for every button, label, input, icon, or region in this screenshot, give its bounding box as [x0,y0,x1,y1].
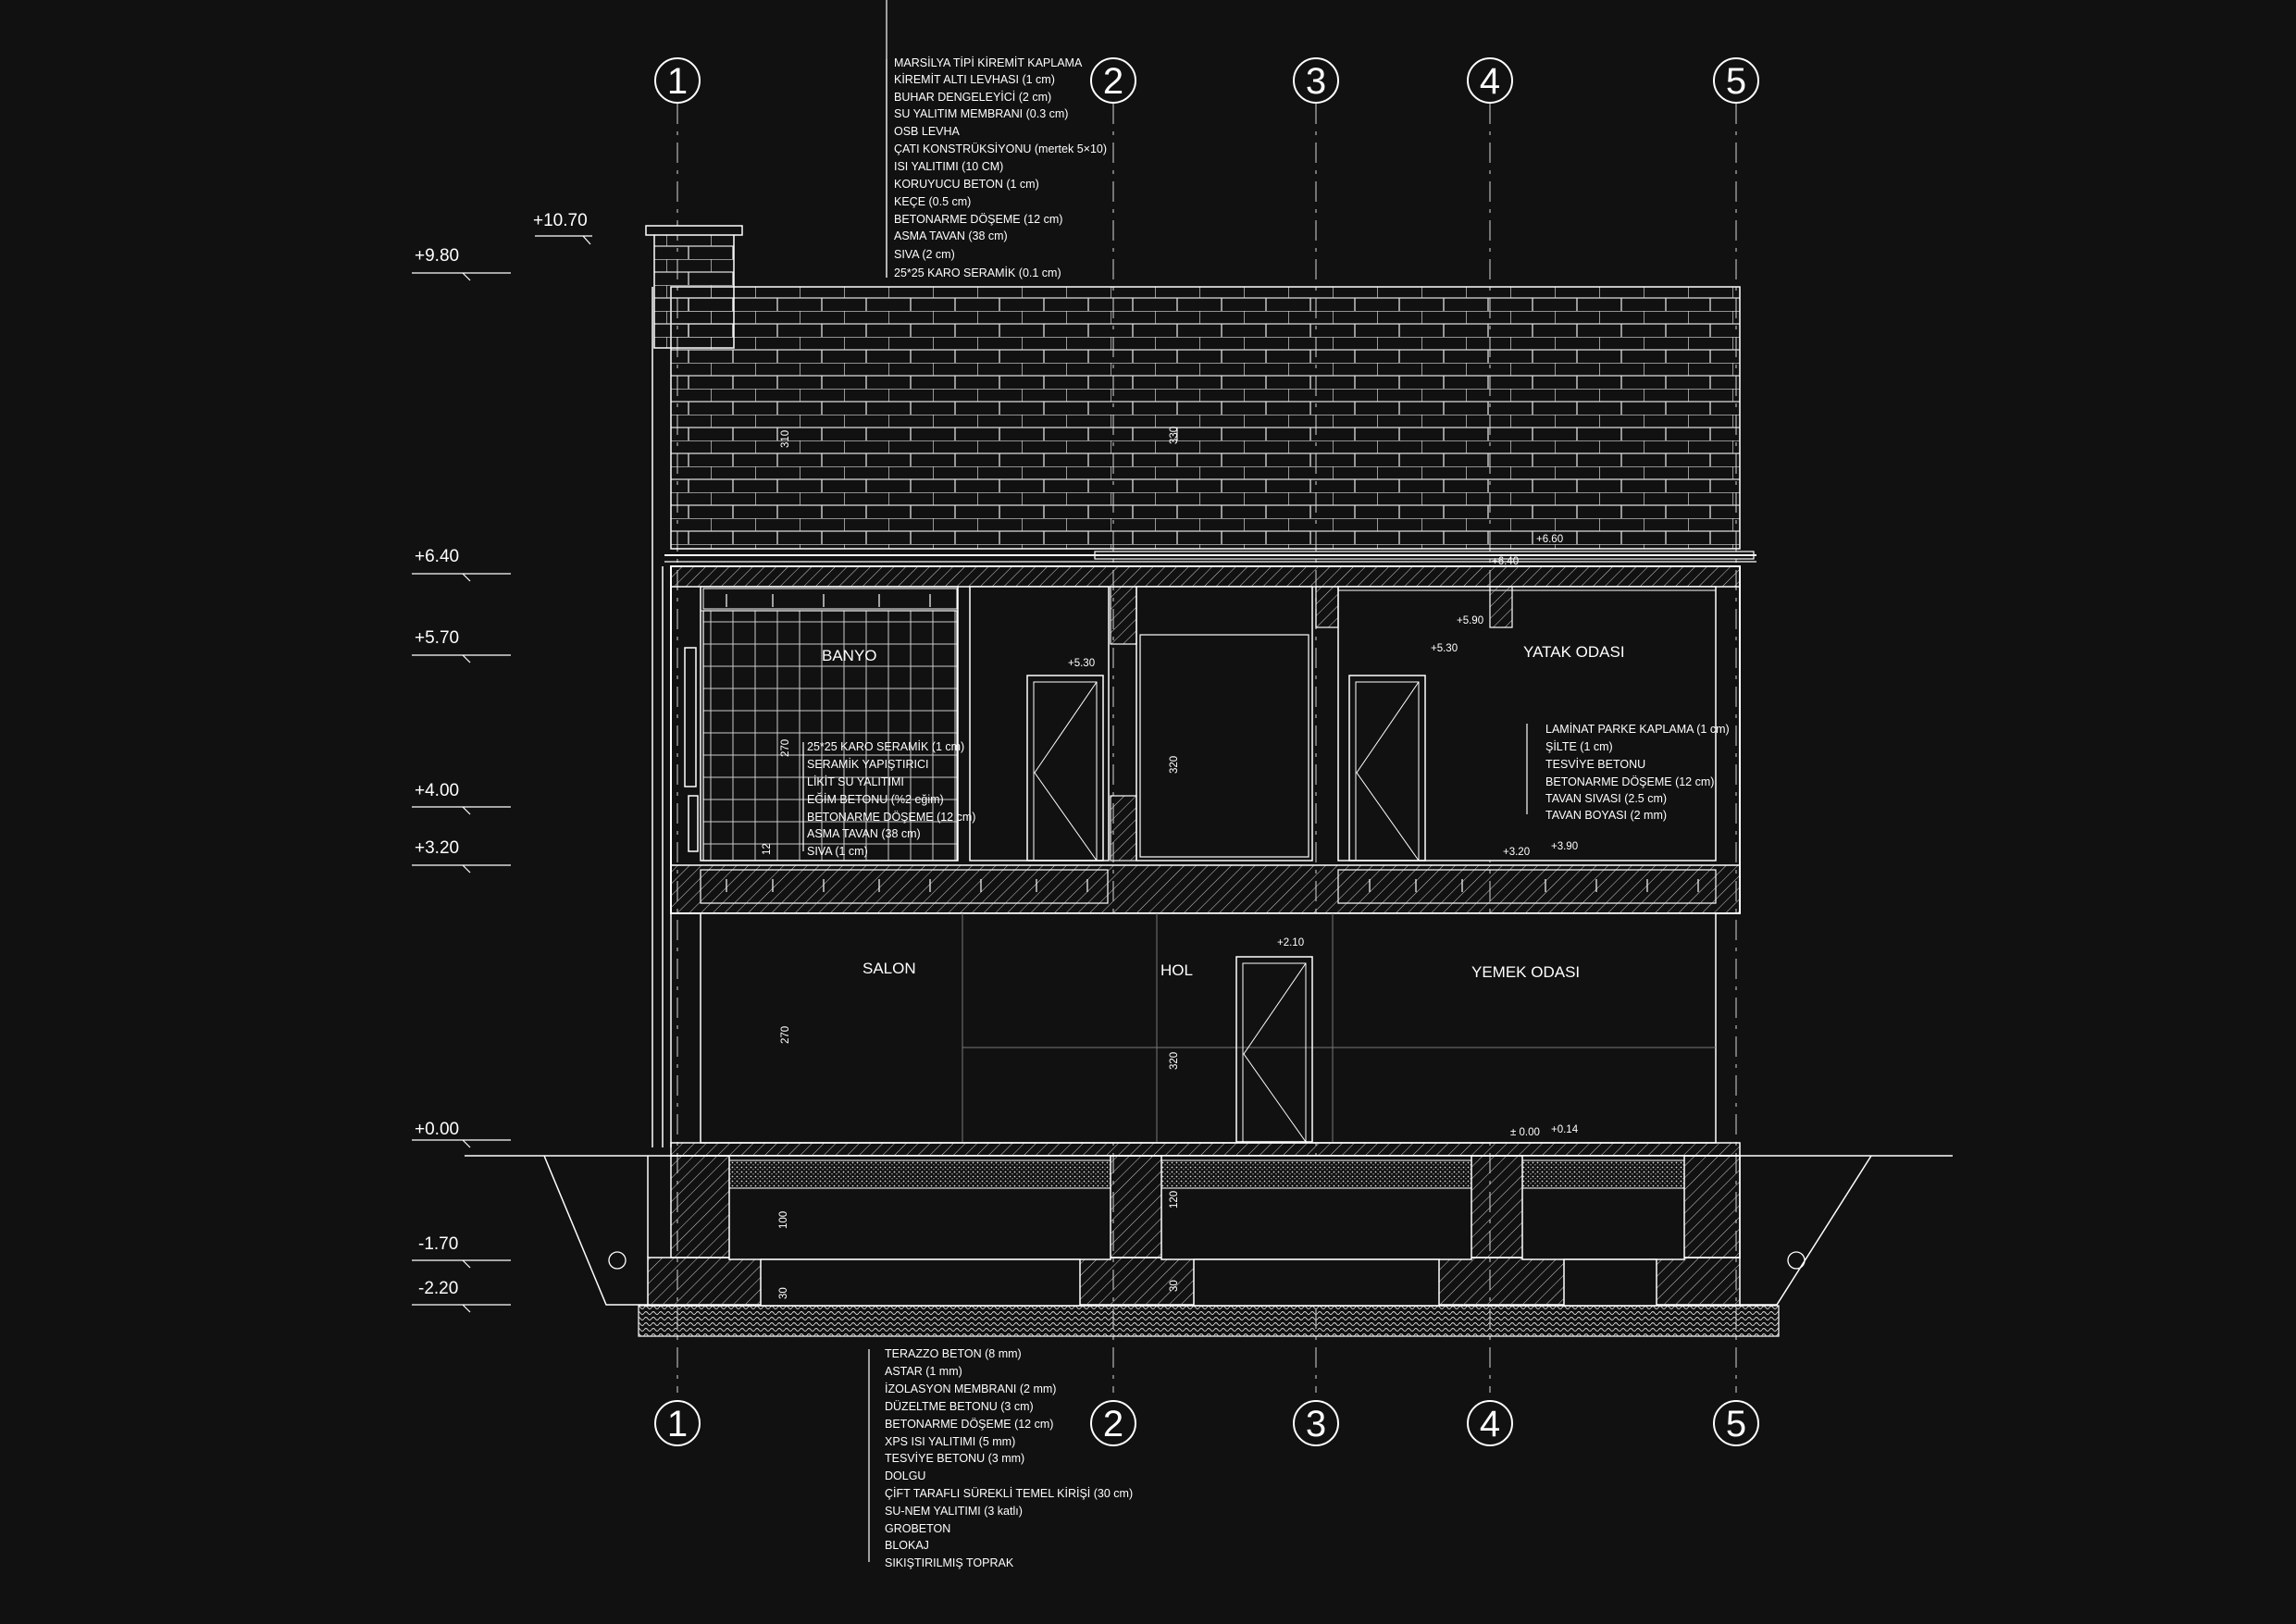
dim-mid-upper: 320 [1169,756,1180,774]
foundation-layer-6: XPS ISI YALITIMI (5 mm) [885,1435,1015,1448]
foundation-layer-2: ASTAR (1 mm) [885,1365,962,1378]
roof-layer-2: KİREMİT ALTI LEVHASI (1 cm) [894,73,1055,86]
bedroom-layer-6: TAVAN BOYASI (2 mm) [1545,809,1667,822]
axis-label-2: 2 [1103,61,1123,102]
axis-label-5: 5 [1726,61,1746,102]
dim-salon: 270 [780,1026,791,1044]
spot-level-3-90: +3.90 [1551,841,1578,852]
spot-level-5-30-bed: +5.30 [1431,643,1458,654]
roof-layer-1: MARSİLYA TİPİ KİREMİT KAPLAMA [894,56,1083,69]
spot-level-5-30-door: +5.30 [1068,658,1095,669]
room-label-yatak-odasi: YATAK ODASI [1523,643,1625,661]
foundation-layer-10: SU-NEM YALITIMI (3 katlı) [885,1505,1023,1518]
spot-level-6-40: +6.40 [1492,556,1519,567]
level-5-70: +5.70 [415,628,459,648]
bathroom-layer-1: 25*25 KARO SERAMİK (1 cm) [807,740,964,753]
axis-label-1-bottom: 1 [667,1404,688,1444]
level-10-70: +10.70 [533,211,588,230]
foundation-layer-9: ÇİFT TARAFLI SÜREKLİ TEMEL KİRİŞİ (30 cm… [885,1487,1133,1500]
bedroom-layer-5: TAVAN SIVASI (2.5 cm) [1545,792,1667,805]
dim-mid-lower: 320 [1169,1052,1180,1070]
foundation-layer-8: DOLGU [885,1469,925,1482]
level-4-00: +4.00 [415,781,459,800]
bedroom-layers-notes: LAMİNAT PARKE KAPLAMA (1 cm) ŞİLTE (1 cm… [1545,723,1730,822]
spot-level-2-10: +2.10 [1277,937,1304,948]
room-label-hol: HOL [1160,961,1193,979]
bathroom-layer-4: EĞİM BETONU (%2 eğim) [807,792,944,806]
foundation-layer-11: GROBETON [885,1522,950,1535]
axis-label-5-bottom: 5 [1726,1404,1746,1444]
bathroom-layer-3: LİKİT SU YALITIMI [807,775,904,788]
level-minus-2-20: -2.20 [418,1279,458,1298]
bedroom-layer-3: TESVİYE BETONU [1545,758,1645,771]
spot-level-3-20: +3.20 [1503,847,1530,858]
bathroom-layer-7: SIVA (1 cm) [807,845,868,858]
roof-layer-11: ASMA TAVAN (38 cm) [894,229,1008,242]
roof-layer-3: BUHAR DENGELEYİCİ (2 cm) [894,91,1051,104]
roof-layer-5: OSB LEVHA [894,125,961,138]
level-0-00: +0.00 [415,1120,459,1139]
axis-label-3: 3 [1306,61,1326,102]
dim-roof-mid: 330 [1169,427,1180,444]
roof-layer-6: ÇATI KONSTRÜKSİYONU (mertek 5×10) [894,143,1107,155]
roof-layers-notes: MARSİLYA TİPİ KİREMİT KAPLAMA KİREMİT AL… [894,56,1107,279]
slab-hooks [726,594,1699,892]
foundation-layer-7: TESVİYE BETONU (3 mm) [885,1452,1024,1465]
axis-label-3-bottom: 3 [1306,1404,1326,1444]
level-3-20: +3.20 [415,838,459,858]
dim-roof-left: 310 [780,430,791,448]
bedroom-layer-2: ŞİLTE (1 cm) [1545,740,1613,753]
bathroom-layer-2: SERAMİK YAPIŞTIRICI [807,758,929,771]
roof-layer-8: KORUYUCU BETON (1 cm) [894,178,1039,191]
level-markers [412,235,592,1313]
foundation-layer-3: İZOLASYON MEMBRANI (2 mm) [885,1382,1056,1395]
bedroom-layer-1: LAMİNAT PARKE KAPLAMA (1 cm) [1545,723,1730,736]
bathroom-layers-notes: 25*25 KARO SERAMİK (1 cm) SERAMİK YAPIŞT… [807,740,975,858]
roof [645,225,1756,563]
axis-bubbles-bottom [654,1400,1759,1446]
roof-layer-13: 25*25 KARO SERAMİK (0.1 cm) [894,267,1061,279]
roof-layer-9: KEÇE (0.5 cm) [894,195,971,208]
spot-level-0-00: ± 0.00 [1510,1127,1540,1138]
axis-label-2-bottom: 2 [1103,1404,1123,1444]
bathroom-layer-6: ASMA TAVAN (38 cm) [807,827,921,840]
ground-floor [670,912,1741,1157]
room-label-salon: SALON [863,960,916,977]
foundation-layer-5: BETONARME DÖŞEME (12 cm) [885,1418,1053,1431]
roof-layer-10: BETONARME DÖŞEME (12 cm) [894,213,1062,226]
level-6-40: +6.40 [415,547,459,566]
room-label-banyo: BANYO [822,647,877,664]
spot-level-6-60: +6.60 [1536,534,1563,545]
foundation-layer-12: BLOKAJ [885,1539,929,1552]
dim-banyo-slab: 12 [762,843,773,855]
spot-level-5-90: +5.90 [1457,615,1483,626]
left-wall [652,287,699,1147]
bedroom-layer-4: BETONARME DÖŞEME (12 cm) [1545,775,1714,788]
foundation-layer-1: TERAZZO BETON (8 mm) [885,1347,1022,1360]
dim-banyo: 270 [780,739,791,757]
bathroom-layer-5: BETONARME DÖŞEME (12 cm) [807,811,975,824]
level-minus-1-70: -1.70 [418,1234,458,1254]
level-9-80: +9.80 [415,246,459,266]
roof-layer-4: SU YALITIM MEMBRANI (0.3 cm) [894,107,1068,120]
dim-base-mid: 30 [1169,1280,1180,1292]
axis-label-4: 4 [1480,61,1500,102]
foundation [465,1155,1953,1337]
roof-layer-7: ISI YALITIMI (10 CM) [894,160,1003,173]
dim-found-mid: 120 [1169,1191,1180,1209]
axis-label-4-bottom: 4 [1480,1404,1500,1444]
roof-layer-12: SIVA (2 cm) [894,248,955,261]
foundation-layer-4: DÜZELTME BETONU (3 cm) [885,1400,1034,1413]
room-label-yemek-odasi: YEMEK ODASI [1471,963,1580,981]
spot-level-0-14: +0.14 [1551,1124,1579,1135]
dim-base-left: 30 [778,1287,789,1299]
foundation-layer-13: SIKIŞTIRILMIŞ TOPRAK [885,1556,1014,1569]
axis-bubbles-top [654,57,1759,104]
upper-floor [670,565,1741,914]
axis-label-1: 1 [667,61,688,102]
foundation-layers-notes: TERAZZO BETON (8 mm) ASTAR (1 mm) İZOLAS… [885,1347,1133,1569]
leader-lines [802,0,1528,1562]
dim-found-left: 100 [778,1211,789,1229]
